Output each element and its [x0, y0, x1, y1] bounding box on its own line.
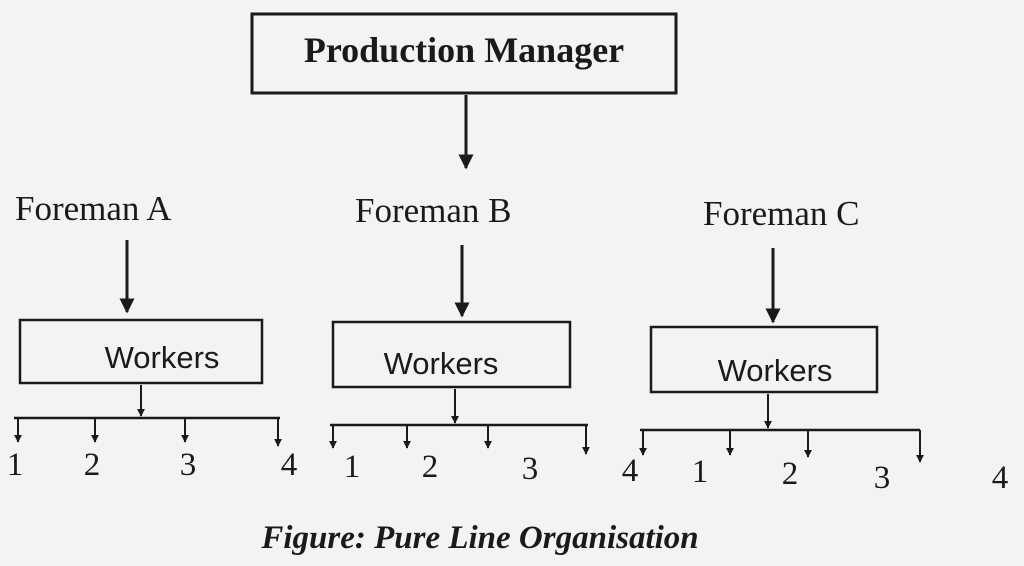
worker-c1-number: 1 [692, 454, 709, 490]
foreman-c-label: Foreman C [703, 194, 860, 233]
workers-c-box [649, 325, 879, 394]
worker-a2-number: 2 [84, 447, 101, 483]
workers-b-box [331, 320, 572, 389]
workers-a-box [18, 318, 264, 385]
worker-a1-number: 1 [7, 447, 24, 483]
worker-c2-number: 2 [782, 456, 799, 492]
figure-caption: Figure: Pure Line Organisation [260, 520, 698, 556]
worker-b3-number: 3 [522, 451, 539, 487]
production-manager-node: Production Manager [250, 12, 678, 95]
foreman-c-branch: Foreman C Workers 1 2 3 4 [639, 194, 1009, 496]
foreman-b-branch: Foreman B Workers 1 2 3 4 [329, 191, 639, 489]
foreman-a-branch: Foreman A Workers 1 2 3 4 [7, 189, 298, 483]
worker-a3-number: 3 [180, 447, 197, 483]
production-manager-label: Production Manager [304, 30, 624, 70]
workers-a-label: Workers [105, 340, 220, 375]
workers-c-label: Workers [718, 353, 833, 388]
worker-c4-number: 4 [992, 460, 1009, 496]
workers-b-label: Workers [384, 346, 499, 381]
worker-a4-number: 4 [281, 447, 298, 483]
worker-c3-number: 3 [874, 460, 891, 496]
worker-b1-number: 1 [344, 449, 361, 485]
foreman-a-label: Foreman A [15, 189, 172, 228]
worker-b4-number: 4 [622, 453, 639, 489]
foreman-b-label: Foreman B [355, 191, 512, 230]
worker-b2-number: 2 [422, 449, 439, 485]
production-manager-box [250, 12, 678, 95]
